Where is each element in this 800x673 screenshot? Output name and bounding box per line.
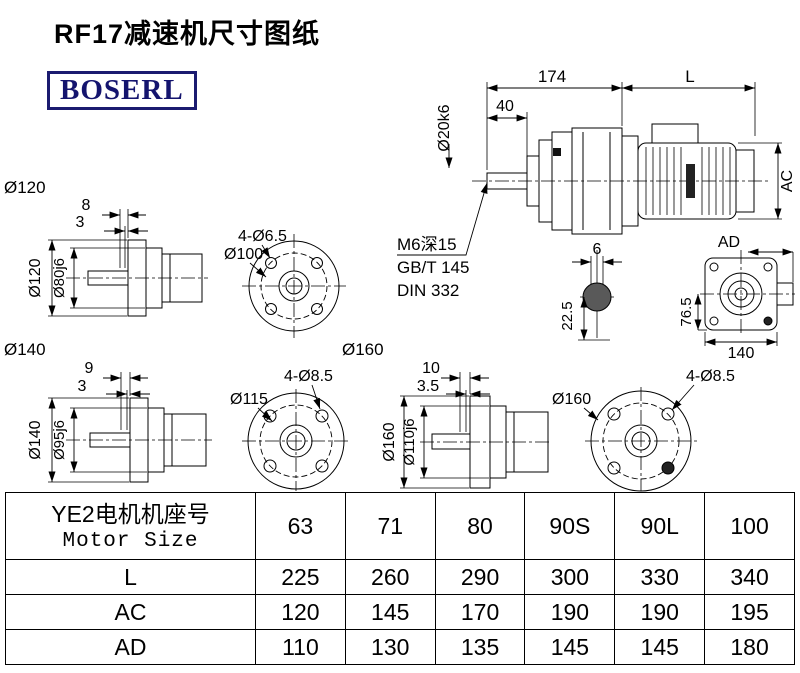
table-row-AC: AC 120 145 170 190 190 195 [5,594,795,630]
motor-size-col: 63 [255,492,346,560]
table-cell: 225 [255,559,346,595]
flange120-dim-a: 8 [82,197,91,214]
flange160-holes-label: 4-Ø8.5 [686,368,735,385]
note-din: DIN 332 [397,281,459,300]
table-cell: 290 [434,559,526,595]
motor-endbell [735,149,755,213]
table-cell: 340 [704,559,795,595]
table-cell: 145 [344,594,436,630]
flange140-label: Ø140 [4,340,46,359]
motor-size-col: 90S [524,492,616,560]
flange120-front-view: 4-Ø6.5 Ø100 [224,228,346,338]
thread-notes: M6深15 GB/T 145 DIN 332 [397,182,488,300]
flange120-spigot: Ø80j6 [51,258,68,298]
table-cell: 190 [614,594,706,630]
shaft-key-section: 6 22.5 [559,241,622,341]
key-depth-label: 22.5 [559,301,576,330]
table-cell: 110 [255,629,346,665]
flange120-label: Ø120 [4,178,46,197]
brand-logo-box: BOSERL [47,71,197,110]
table-row-L: L 225 260 290 300 330 340 [5,559,795,595]
flange160-front-view: Ø160 4-Ø8.5 [552,368,735,492]
flange160-spigot: Ø110j6 [401,418,418,465]
table-cell: 330 [614,559,706,595]
flange160-dim-a: 10 [422,360,440,377]
brand-logo-text: BOSERL [60,74,184,106]
table-cell: 190 [524,594,616,630]
shaft-section-circle [582,282,612,312]
note-tap: M6深15 [397,235,457,254]
flange160-outer-label: Ø160 [552,391,591,408]
motor-fins [645,147,731,215]
table-cell: 145 [524,629,616,665]
header-english: Motor Size [62,530,199,554]
table-cell: 300 [524,559,616,595]
flange160-dia: Ø160 [381,422,398,461]
header-chinese: YE2电机机座号 [51,500,210,527]
dim-174-L: 174 L [486,67,756,170]
flange160-label: Ø160 [342,340,384,359]
flange120-dia: Ø120 [27,258,44,297]
flange120-bc-label: Ø100 [224,246,263,263]
dimension-table: YE2电机机座号 Motor Size 63 71 80 90S 90L 100… [5,492,795,665]
note-gbt: GB/T 145 [397,258,469,277]
terminal-box [651,123,699,144]
table-cell: 135 [434,629,526,665]
flange140-bc-label: Ø115 [230,391,268,408]
motor-size-header-cell: YE2电机机座号 Motor Size [5,492,256,560]
flange140-front-view: 4-Ø8.5 Ø115 [230,368,350,491]
flange140-dim-a: 9 [85,360,94,377]
flange140-dims: 9 3 Ø140 Ø95j6 [27,360,150,483]
key-width-label: 6 [593,241,602,258]
nameplate [686,164,695,198]
table-row-AD: AD 110 130 135 145 145 180 [5,629,795,665]
dim-ac-label: AC [779,170,796,192]
flange160-side-view: Ø160 10 3.5 Ø160 [342,340,552,489]
rear-height-label: 76.5 [678,297,695,326]
dim-ad-label: AD [718,234,740,251]
table-cell: 195 [704,594,795,630]
dim-L-label: L [685,67,694,86]
table-cell: 170 [434,594,526,630]
page-title: RF17减速机尺寸图纸 [54,19,321,49]
assembly-side-view: 174 L 40 Ø20k6 AC [436,67,796,235]
table-cell: 120 [255,594,346,630]
flange140-spigot: Ø95j6 [51,420,68,460]
rear-width-label: 140 [728,345,755,362]
dim-40: 40 [487,98,528,170]
motor-size-col: 90L [614,492,706,560]
dim-174-label: 174 [538,67,566,86]
rear-view: AD 76.5 140 [678,234,795,362]
drawing-canvas: 174 L 40 Ø20k6 AC M6深1 [4,67,796,492]
motor-size-col: 80 [434,492,526,560]
flange140-dim-b: 3 [78,378,87,395]
flange120-dims: 8 3 Ø120 Ø80j6 [27,197,148,317]
row-label-AD: AD [5,629,256,665]
dim-shaft-dia: Ø20k6 [436,104,453,168]
shaft-dia-label: Ø20k6 [436,104,453,151]
rear-shaft-stub [776,282,794,306]
table-cell: 130 [344,629,436,665]
dim-ac: AC [738,142,796,220]
motor-size-col: 100 [704,492,795,560]
table-cell: 180 [704,629,795,665]
eye-bolt [553,148,561,156]
table-header-row: YE2电机机座号 Motor Size 63 71 80 90S 90L 100 [5,492,795,560]
flange160-dims: 10 3.5 Ø160 Ø110j6 [381,360,490,489]
flange140-side-view: Ø140 9 3 Ø140 [4,340,212,483]
flange140-holes-label: 4-Ø8.5 [284,368,333,385]
table-cell: 260 [344,559,436,595]
motor-size-col: 71 [344,492,436,560]
dim-40-label: 40 [496,98,514,115]
flange120-holes-label: 4-Ø6.5 [238,228,287,245]
flange120-side-view: Ø120 8 3 Ø120 [4,178,208,317]
flange160-dim-b: 3.5 [417,378,439,395]
flange140-dia: Ø140 [27,420,44,459]
row-label-AC: AC [5,594,256,630]
flange120-dim-b: 3 [76,214,85,231]
row-label-L: L [5,559,256,595]
table-cell: 145 [614,629,706,665]
